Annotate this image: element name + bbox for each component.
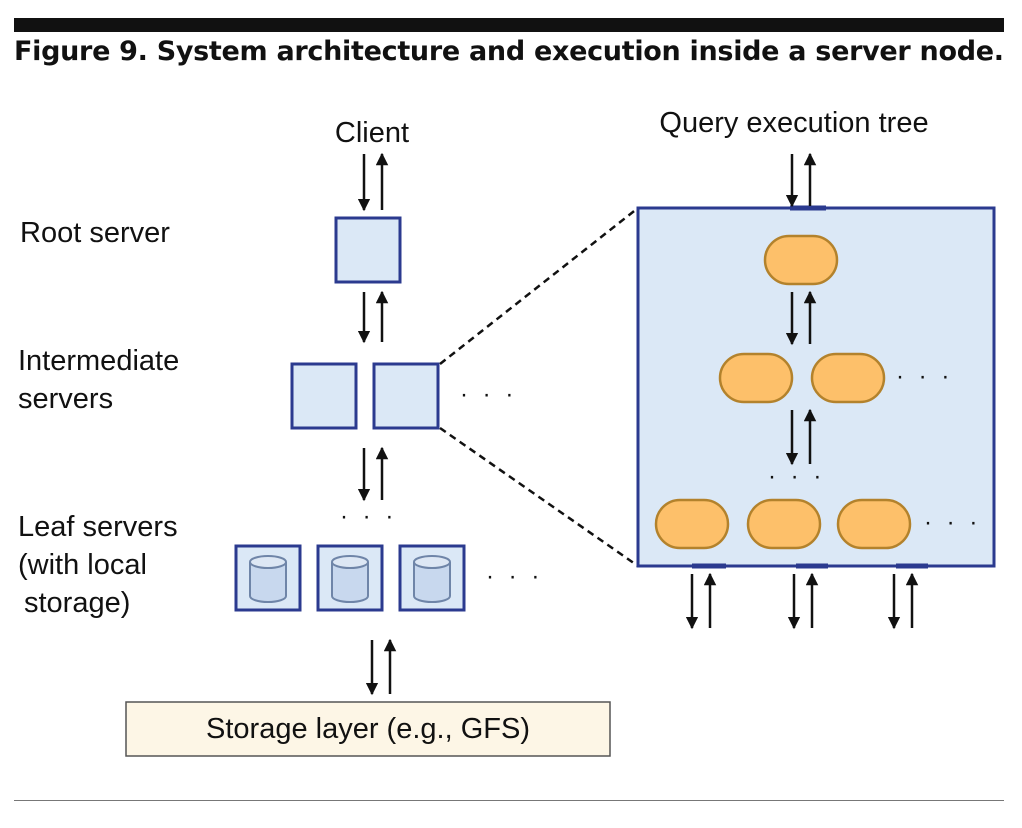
bottom-rule xyxy=(14,800,1004,801)
intermediate-server-box-expanded xyxy=(372,362,440,430)
arrow-pair-tree-output-icon xyxy=(787,572,819,630)
root-server-label: Root server xyxy=(20,217,170,249)
database-cylinder-icon xyxy=(413,555,451,603)
leaf-server-box xyxy=(234,544,302,612)
storage-layer-box xyxy=(125,701,611,757)
tree-node-root xyxy=(763,234,839,286)
arrow-pair-tree-level1-icon xyxy=(785,290,817,346)
intermediate-servers-label-line2: servers xyxy=(18,383,113,415)
storage-layer-label: Storage layer (e.g., GFS) xyxy=(206,713,530,745)
intermediate-servers-label-line1: Intermediate xyxy=(18,345,179,377)
tree-node-leaf xyxy=(746,498,822,550)
tree-node-leaf xyxy=(654,498,730,550)
database-cylinder-icon xyxy=(331,555,369,603)
tree-level2-ellipsis: · · · xyxy=(896,363,953,390)
intermediate-server-box xyxy=(290,362,358,430)
client-label: Client xyxy=(335,117,409,149)
arrow-pair-leaf-storage-icon xyxy=(365,638,397,696)
zoom-line-top xyxy=(439,207,639,365)
tree-node-leaf xyxy=(836,498,912,550)
arrow-pair-client-root-icon xyxy=(357,152,389,212)
leaf-server-box xyxy=(316,544,384,612)
leaf-servers-label-line2: (with local xyxy=(18,549,147,581)
arrow-pair-tree-input-icon xyxy=(785,152,817,208)
figure-title: Figure 9. System architecture and execut… xyxy=(14,36,1004,67)
leaf-ellipsis: · · · xyxy=(486,563,543,590)
zoom-line-bottom xyxy=(439,426,639,568)
query-execution-tree-label: Query execution tree xyxy=(659,107,928,139)
tree-leaf-ellipsis: · · · xyxy=(924,509,981,536)
arrow-pair-tree-output-icon xyxy=(685,572,717,630)
tree-node-intermediate xyxy=(718,352,794,404)
leaf-gap-ellipsis: · · · xyxy=(340,503,397,530)
leaf-servers-label-line3: storage) xyxy=(24,587,130,619)
arrow-pair-intermediate-leaf-icon xyxy=(357,446,389,502)
arrow-pair-tree-output-icon xyxy=(887,572,919,630)
intermediate-ellipsis: · · · xyxy=(460,381,517,408)
tree-node-intermediate xyxy=(810,352,886,404)
top-rule xyxy=(14,18,1004,32)
leaf-servers-label-line1: Leaf servers xyxy=(18,511,178,543)
tree-gap-ellipsis: · · · xyxy=(768,463,825,490)
leaf-server-box xyxy=(398,544,466,612)
database-cylinder-icon xyxy=(249,555,287,603)
root-server-box xyxy=(334,216,402,284)
arrow-pair-root-intermediate-icon xyxy=(357,290,389,344)
arrow-pair-tree-level2-icon xyxy=(785,408,817,466)
